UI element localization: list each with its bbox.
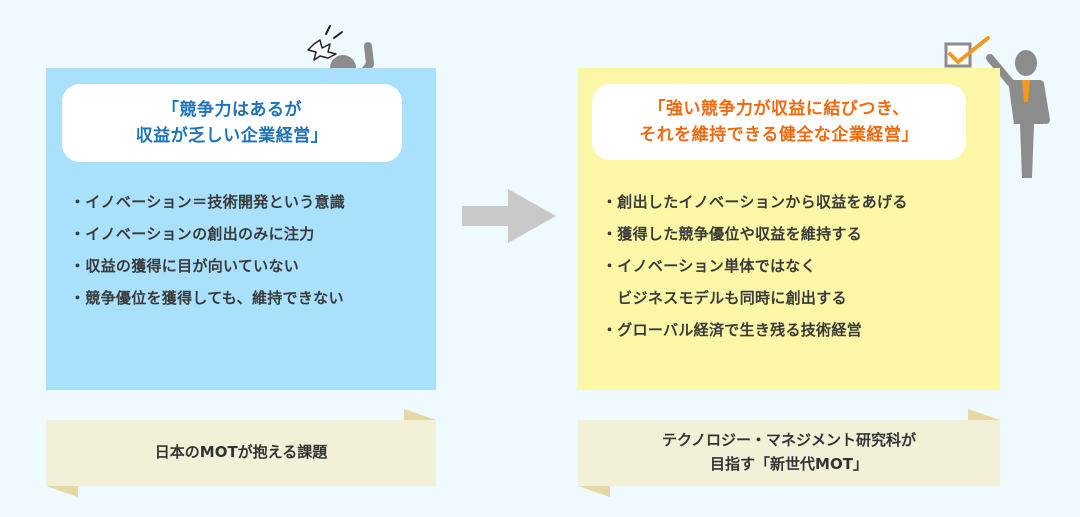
caption-line-2: 目指す「新世代MOT」 — [710, 455, 868, 473]
list-item: ・イノベーションの創出のみに注力 — [70, 225, 315, 243]
left-panel-caption: 日本のMOTが抱える課題 — [154, 443, 328, 461]
list-item: ・グローバル経済で生き残る技術経営 — [602, 321, 862, 339]
new-generation-heading: 「強い競争力が収益に結びつき、 それを維持できる健全な企業経営」 — [592, 84, 966, 160]
heading-line-2: それを維持できる健全な企業経営」 — [639, 125, 919, 145]
list-item: ・獲得した競争優位や収益を維持する — [602, 225, 863, 243]
list-item: ・収益の獲得に目が向いていない — [70, 257, 300, 275]
list-item: ・イノベーション＝技術開発という意識 — [70, 193, 346, 211]
new-generation-list: ・創出したイノベーションから収益をあげる ・獲得した競争優位や収益を維持する ・… — [602, 186, 908, 346]
caption-line-1: テクノロジー・マネジメント研究科が — [661, 431, 917, 449]
list-item: ・創出したイノベーションから収益をあげる — [602, 193, 908, 211]
current-issues-panel: 「競争力はあるが 収益が乏しい企業経営」 ・イノベーション＝技術開発という意識 … — [46, 68, 436, 390]
left-label-ribbon — [46, 409, 436, 497]
list-item: ・競争優位を獲得しても、維持できない — [70, 289, 344, 307]
list-item: ビジネスモデルも同時に創出する — [602, 289, 847, 307]
heading-line-1: 「競争力はあるが — [162, 100, 302, 120]
heading-line-2: 収益が乏しい企業経営」 — [135, 126, 329, 146]
heading-line-1: 「強い競争力が収益に結びつき、 — [648, 99, 910, 119]
list-item: ・イノベーション単体ではなく — [602, 257, 816, 275]
right-panel-caption: テクノロジー・マネジメント研究科が 目指す「新世代MOT」 — [578, 428, 1000, 476]
current-issues-heading: 「競争力はあるが 収益が乏しい企業経営」 — [62, 84, 402, 162]
current-issues-list: ・イノベーション＝技術開発という意識 ・イノベーションの創出のみに注力 ・収益の… — [70, 186, 345, 314]
new-generation-mot-panel: 「強い競争力が収益に結びつき、 それを維持できる健全な企業経営」 ・創出したイノ… — [578, 68, 1000, 390]
arrow-right-icon — [462, 189, 556, 243]
right-label-ribbon — [578, 409, 1000, 497]
